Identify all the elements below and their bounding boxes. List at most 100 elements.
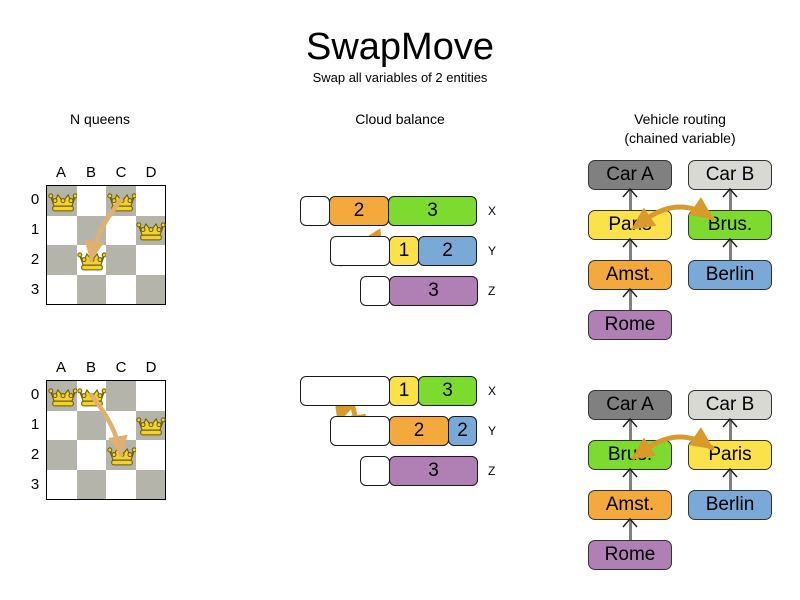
chain-link-line — [729, 470, 732, 490]
queen-piece[interactable] — [77, 248, 107, 272]
vrp-node-left-0-before[interactable]: Car A — [588, 160, 672, 190]
board-cell[interactable] — [135, 274, 165, 304]
cloud-segment[interactable]: 3 — [389, 456, 478, 486]
board-cell[interactable] — [135, 245, 165, 275]
board-cell[interactable] — [76, 215, 106, 245]
board-cell[interactable] — [76, 410, 106, 440]
board-cell[interactable] — [47, 469, 77, 499]
vrp-node-left-2-before[interactable]: Amst. — [588, 260, 672, 290]
cloud-segment[interactable] — [330, 236, 390, 266]
queen-piece[interactable] — [77, 384, 107, 408]
board-column-label: A — [55, 359, 66, 376]
queen-icon — [107, 447, 137, 466]
board-cell[interactable] — [106, 410, 136, 440]
vrp-node-right-2-after[interactable]: Berlin — [688, 490, 772, 520]
queen-piece[interactable] — [136, 218, 166, 242]
board-cell[interactable] — [47, 274, 77, 304]
board-row-label: 0 — [30, 191, 40, 208]
board-row-label: 2 — [30, 251, 40, 268]
cloud-segment[interactable] — [360, 456, 390, 486]
board-cell[interactable] — [76, 381, 107, 411]
cloud-segment[interactable]: 1 — [389, 376, 419, 406]
board-cell[interactable] — [106, 469, 136, 499]
vrp-node-left-3-after[interactable]: Rome — [588, 540, 672, 570]
chain-link-line — [729, 190, 732, 210]
queen-icon — [48, 193, 78, 212]
board-cell[interactable] — [106, 215, 136, 245]
cloud-segment[interactable] — [300, 196, 330, 226]
board-column-label: C — [115, 164, 127, 181]
board-cell[interactable] — [106, 186, 137, 216]
vrp-node-left-2-after[interactable]: Amst. — [588, 490, 672, 520]
board-cell[interactable] — [135, 469, 165, 499]
board-cell[interactable] — [76, 274, 106, 304]
board-cell[interactable] — [135, 381, 165, 411]
queen-piece[interactable] — [48, 384, 78, 408]
vrp-node-right-2-before[interactable]: Berlin — [688, 260, 772, 290]
cloud-segment[interactable]: 2 — [418, 236, 477, 266]
vrp-node-left-3-before[interactable]: Rome — [588, 310, 672, 340]
board-cell[interactable] — [135, 186, 165, 216]
cloud-segment[interactable] — [300, 376, 390, 406]
queen-piece[interactable] — [107, 443, 137, 467]
chain-link-line — [629, 470, 632, 490]
section-title-cloud-balance: Cloud balance — [355, 111, 445, 127]
cloud-segment[interactable]: 2 — [448, 416, 477, 446]
board-cell[interactable] — [106, 440, 137, 470]
board-cell[interactable] — [76, 440, 106, 470]
queen-icon — [48, 388, 78, 407]
board-cell[interactable] — [106, 274, 136, 304]
cloud-segment[interactable] — [330, 416, 390, 446]
chain-link-line — [729, 420, 732, 440]
board-cell[interactable] — [47, 381, 78, 411]
queen-icon — [136, 417, 166, 436]
board-cell[interactable] — [47, 245, 77, 275]
queen-icon — [77, 388, 107, 407]
board-cell[interactable] — [76, 245, 107, 275]
vrp-node-right-1-after[interactable]: Paris — [688, 440, 772, 470]
board-column-label: D — [145, 359, 157, 376]
board-column-label: B — [85, 359, 96, 376]
board-column-label: C — [115, 359, 127, 376]
cloud-segment[interactable]: 3 — [418, 376, 477, 406]
board-cell[interactable] — [76, 469, 106, 499]
board-cell[interactable] — [106, 381, 136, 411]
vrp-node-right-0-after[interactable]: Car B — [688, 390, 772, 420]
board-cell[interactable] — [76, 186, 106, 216]
vrp-title-line2: (chained variable) — [624, 130, 736, 146]
cloud-bar-label: Y — [488, 424, 497, 438]
vrp-node-left-1-after[interactable]: Brus. — [588, 440, 672, 470]
board-column-label: A — [55, 164, 66, 181]
board-cell[interactable] — [135, 440, 165, 470]
board-cell[interactable] — [106, 245, 136, 275]
cloud-segment[interactable]: 2 — [329, 196, 389, 226]
chessboard-grid — [46, 185, 166, 305]
vrp-node-right-0-before[interactable]: Car B — [688, 160, 772, 190]
queen-piece[interactable] — [107, 189, 137, 213]
vrp-node-left-1-before[interactable]: Paris — [588, 210, 672, 240]
board-cell[interactable] — [47, 215, 77, 245]
cloud-segment[interactable]: 1 — [389, 236, 419, 266]
vrp-node-left-0-after[interactable]: Car A — [588, 390, 672, 420]
board-cell[interactable] — [47, 440, 77, 470]
page-subtitle: Swap all variables of 2 entities — [312, 70, 488, 85]
cloud-segment[interactable]: 3 — [388, 196, 477, 226]
board-column-label: D — [145, 164, 157, 181]
chain-link-line — [629, 240, 632, 260]
chain-link-line — [729, 240, 732, 260]
queen-piece[interactable] — [136, 413, 166, 437]
board-cell[interactable] — [135, 215, 166, 245]
cloud-bar-label: X — [488, 384, 497, 398]
vrp-node-right-1-before[interactable]: Brus. — [688, 210, 772, 240]
cloud-segment[interactable]: 3 — [389, 276, 478, 306]
cloud-segment[interactable]: 2 — [389, 416, 449, 446]
cloud-bar-label: Z — [488, 284, 496, 298]
board-cell[interactable] — [135, 410, 166, 440]
cloud-segment[interactable] — [360, 276, 390, 306]
board-cell[interactable] — [47, 410, 77, 440]
board-cell[interactable] — [47, 186, 78, 216]
queen-piece[interactable] — [48, 189, 78, 213]
